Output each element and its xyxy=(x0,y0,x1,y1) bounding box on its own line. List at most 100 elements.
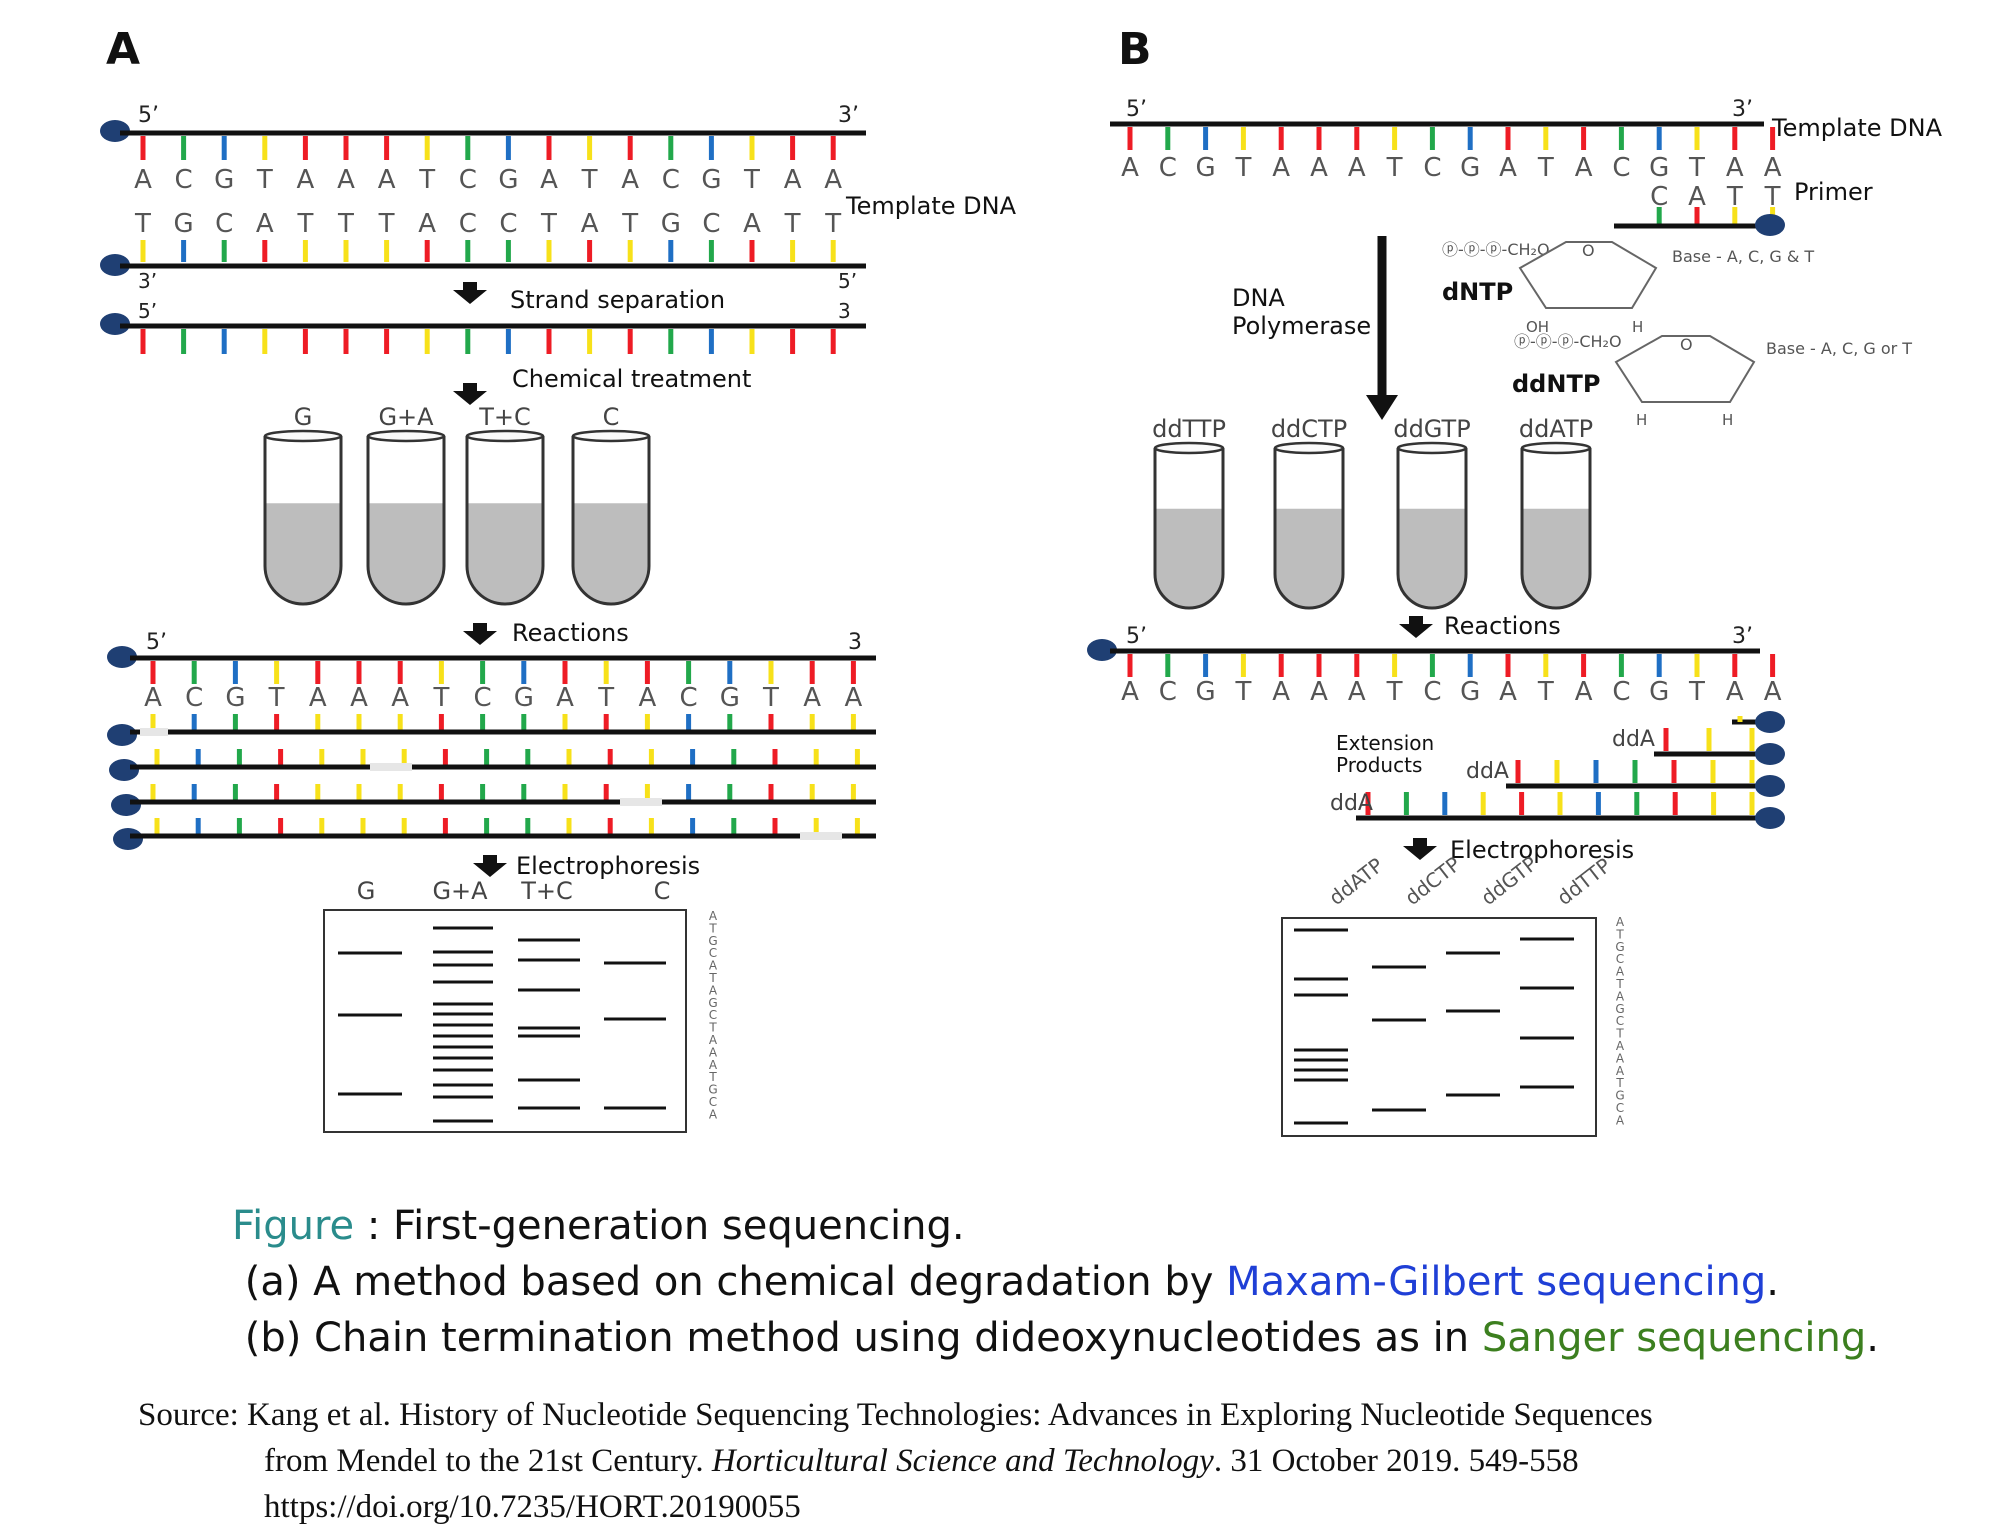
gel-sequence-letter: A xyxy=(709,983,718,997)
caption-b-suffix: . xyxy=(1866,1315,1879,1361)
base-letter: C xyxy=(474,683,492,713)
base-letter: C xyxy=(1423,153,1441,183)
dda-terminator-label: ddA xyxy=(1466,759,1509,784)
base-letter: A xyxy=(1272,153,1290,183)
gel-sequence-letter: C xyxy=(709,946,717,960)
tube-liquid xyxy=(1155,508,1223,608)
five-prime-label: 5’ xyxy=(138,299,157,323)
base-letter: G xyxy=(1196,153,1216,183)
base-letter: A xyxy=(1764,153,1782,183)
strand-end-bead xyxy=(1755,214,1785,236)
tube-rim xyxy=(1273,441,1345,455)
step-chemical-treatment: Chemical treatment xyxy=(512,365,751,393)
caption-figure-word: Figure xyxy=(232,1203,355,1249)
dntp-phosphate-chain: ⓟ-ⓟ-ⓟ-CH₂O xyxy=(1442,240,1550,259)
base-letter: A xyxy=(1121,153,1139,183)
gel-sequence-letter: A xyxy=(1616,1064,1625,1078)
template-dna-label: Template DNA xyxy=(1771,114,1943,142)
tube-liquid xyxy=(368,503,444,604)
base-letter: C xyxy=(1423,677,1441,707)
source-doi[interactable]: https://doi.org/10.7235/HORT.20190055 xyxy=(264,1489,801,1525)
three-prime-label: 3 xyxy=(848,630,862,655)
base-letter: A xyxy=(824,165,842,195)
reaction-tube xyxy=(465,429,545,606)
polymerase-label: Polymerase xyxy=(1232,312,1371,340)
base-letter: T xyxy=(337,209,354,239)
base-letter: A xyxy=(621,165,639,195)
base-letter: T xyxy=(743,165,760,195)
three-prime-label: 3’ xyxy=(838,103,859,128)
caption-b-line: (b) Chain termination method using dideo… xyxy=(232,1310,1952,1366)
ddntp-phosphate-chain: ⓟ-ⓟ-ⓟ-CH₂O xyxy=(1514,332,1622,351)
base-letter: T xyxy=(256,165,273,195)
strand-end-bead xyxy=(113,828,143,850)
base-letter: A xyxy=(556,683,574,713)
base-letter: G xyxy=(214,165,234,195)
strand-end-bead xyxy=(107,646,137,668)
three-prime-label: 3’ xyxy=(1732,97,1753,122)
strand-end-bead xyxy=(1755,807,1785,829)
caption-a-prefix: (a) A method based on chemical degradati… xyxy=(244,1259,1227,1305)
ddntp-ring-oxygen: O xyxy=(1680,335,1693,354)
gel-frame xyxy=(1281,917,1597,1137)
base-letter: A xyxy=(297,165,315,195)
tube-liquid xyxy=(573,503,649,604)
gel-lane-label: C xyxy=(654,877,671,905)
base-letter: A xyxy=(1348,153,1366,183)
gel-sequence-letter: C xyxy=(709,1008,717,1022)
base-letter: A xyxy=(1575,153,1593,183)
caption-a-suffix: . xyxy=(1766,1259,1780,1305)
dda-terminator-label: ddA xyxy=(1330,791,1373,816)
base-letter: G xyxy=(225,683,245,713)
tube-rim xyxy=(465,429,545,443)
gel-sequence-letter: A xyxy=(1616,989,1625,1003)
tube-outline xyxy=(1273,448,1345,610)
tube-rim xyxy=(571,429,651,443)
strand-end-bead xyxy=(109,759,139,781)
reaction-tube xyxy=(263,429,343,606)
gel-sequence-letter: A xyxy=(1616,915,1625,929)
gel-sequence-letter: G xyxy=(1615,1002,1624,1016)
base-letter: T xyxy=(621,209,638,239)
base-letter: A xyxy=(144,683,162,713)
strand-end-bead xyxy=(107,724,137,746)
tube-outline xyxy=(1153,448,1225,610)
cleavage-gap xyxy=(620,798,662,806)
polymerase-label: DNA xyxy=(1232,284,1285,312)
tube-outline xyxy=(263,436,343,606)
base-letter: G xyxy=(1649,153,1669,183)
gel-sequence-letter: G xyxy=(1615,1089,1624,1103)
three-prime-label: 3’ xyxy=(138,269,157,293)
tube-outline xyxy=(465,436,545,606)
sanger-link[interactable]: Sanger sequencing xyxy=(1481,1315,1867,1361)
maxam-gilbert-link[interactable]: Maxam-Gilbert sequencing xyxy=(1226,1259,1767,1305)
base-letter: C xyxy=(702,209,720,239)
base-letter: G xyxy=(701,165,721,195)
base-letter: A xyxy=(1121,677,1139,707)
tube-label: C xyxy=(603,403,620,431)
base-letter: A xyxy=(1310,677,1328,707)
gel-sequence-letter: T xyxy=(708,1070,717,1084)
ddntp-h: H xyxy=(1722,411,1733,429)
step-electrophoresis: Electrophoresis xyxy=(1450,836,1634,864)
ddntp-h: H xyxy=(1636,411,1647,429)
base-letter: T xyxy=(1537,677,1554,707)
base-letter: T xyxy=(1386,677,1403,707)
base-letter: T xyxy=(134,209,151,239)
gel-lane-label: G+A xyxy=(432,877,488,905)
base-letter: C xyxy=(680,683,698,713)
tube-label: ddATP xyxy=(1519,415,1593,443)
base-letter: A xyxy=(350,683,368,713)
base-letter: T xyxy=(824,209,841,239)
dda-terminator-label: ddA xyxy=(1612,727,1655,752)
base-letter: A xyxy=(581,209,599,239)
base-letter: A xyxy=(1499,677,1517,707)
caption-separator: : xyxy=(354,1203,394,1249)
step-strand-separation: Strand separation xyxy=(510,286,725,314)
base-letter: A xyxy=(418,209,436,239)
five-prime-label: 5’ xyxy=(1126,97,1147,122)
tube-outline xyxy=(366,436,446,606)
base-letter: G xyxy=(1196,677,1216,707)
extension-products-label: Products xyxy=(1336,753,1422,777)
tube-label: G+A xyxy=(378,403,434,431)
